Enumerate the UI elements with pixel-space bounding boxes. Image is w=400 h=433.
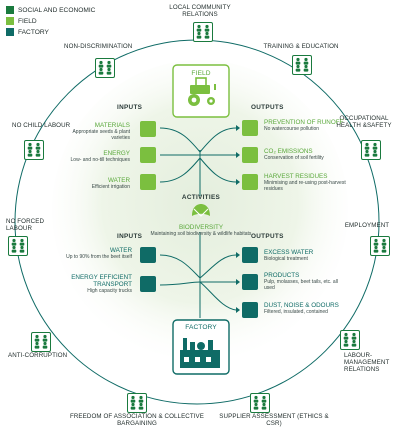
factory-outputs-heading: OUTPUTS <box>251 233 284 240</box>
people-icon <box>250 393 270 413</box>
label-ohs: OCCUPATIONAL HEALTH &SAFETY <box>336 115 392 129</box>
people-icon <box>340 330 360 350</box>
water-drop-icon <box>242 247 258 263</box>
field-input-materials: MATERIALS Appropriate seeds & plant vari… <box>60 122 130 141</box>
legend-factory-swatch <box>6 28 14 36</box>
factory-input-water: WATER Up to 90% from the beet itself <box>60 247 132 260</box>
legend-factory-label: FACTORY <box>18 28 49 36</box>
tap-icon <box>140 247 156 263</box>
factory-input-transport-sub: High capacity trucks <box>87 288 132 294</box>
field-outputs-heading: OUTPUTS <box>251 104 284 111</box>
people-icon <box>8 236 28 256</box>
field-input-energy: ENERGY Low- and no-till techniques <box>60 150 130 163</box>
field-input-materials-sub: Appropriate seeds & plant varieties <box>72 129 130 141</box>
biodiversity: BIODIVERSITY Maintaining soil biodiversi… <box>150 224 252 238</box>
sprout-icon <box>242 274 258 290</box>
field-title: FIELD <box>191 70 211 77</box>
biodiversity-title: BIODIVERSITY <box>178 224 224 231</box>
factory-inputs-heading: INPUTS <box>117 233 143 240</box>
label-nondiscrimination: NON-DISCRIMINATION <box>64 43 133 50</box>
factory-output-products: PRODUCTS Pulp, molasses, beet tails, etc… <box>264 272 346 291</box>
field-output-co2: CO₂ EMISSIONS Conservation of soil ferti… <box>264 148 348 161</box>
seeds-icon <box>140 121 156 137</box>
people-icon <box>370 236 390 256</box>
field-input-energy-title: ENERGY <box>103 150 130 157</box>
biodiversity-sub: Maintaining soil biodiversity & wildlife… <box>150 231 252 237</box>
activities-heading: ACTIVITIES <box>181 194 221 201</box>
field-inputs-heading: INPUTS <box>117 104 143 111</box>
field-input-materials-title: MATERIALS <box>94 122 130 129</box>
factory-output-dust-sub: Filtered, insulated, contained <box>264 309 328 315</box>
label-child: NO CHILD LABOUR <box>12 122 71 129</box>
field-output-residues-sub: Minimising and re-using post-harvest res… <box>264 180 346 192</box>
factory-title: FACTORY <box>185 324 217 331</box>
factory-input-transport: ENERGY EFFICIENT TRANSPORT High capacity… <box>48 274 132 294</box>
legend-factory: FACTORY <box>6 28 49 36</box>
factory-input-transport-title: ENERGY EFFICIENT TRANSPORT <box>71 274 132 288</box>
harvester-icon <box>242 174 258 190</box>
legend-field-label: FIELD <box>18 17 37 25</box>
people-icon <box>95 58 115 78</box>
field-input-water-title: WATER <box>107 177 130 184</box>
factory-input-water-sub: Up to 90% from the beet itself <box>66 254 132 260</box>
label-labour-mgmt: LABOUR-MANAGEMENT RELATIONS <box>344 352 390 373</box>
label-forced: NO FORCED LABOUR <box>6 218 45 232</box>
legend-social-swatch <box>6 6 14 14</box>
factory-input-water-title: WATER <box>109 247 132 254</box>
field-output-runoff: PREVENTION OF RUNOFF No watercourse poll… <box>264 119 344 132</box>
dust-icon <box>242 302 258 318</box>
people-icon <box>193 22 213 42</box>
shovel-icon <box>140 147 156 163</box>
field-input-energy-sub: Low- and no-till techniques <box>70 157 130 163</box>
label-community: LOCAL COMMUNITY RELATIONS <box>169 4 231 18</box>
factory-flow-arrows <box>159 232 237 318</box>
label-employment: EMPLOYMENT <box>344 222 390 229</box>
people-icon <box>31 332 51 352</box>
label-supplier: SUPPLIER ASSESSMENT (ETHICS & CSR) <box>219 413 329 427</box>
factory-output-dust: DUST, NOISE & ODOURS Filtered, insulated… <box>264 302 350 315</box>
label-association: FREEDOM OF ASSOCIATION & COLLECTIVE BARG… <box>69 413 205 427</box>
field-output-runoff-sub: No watercourse pollution <box>264 126 320 132</box>
factory-output-products-title: PRODUCTS <box>264 272 300 279</box>
factory-output-excess-water-sub: Biological treatment <box>264 256 308 262</box>
field-output-co2-title: CO₂ EMISSIONS <box>264 148 313 155</box>
factory-icon <box>180 338 220 368</box>
field-output-co2-sub: Conservation of soil fertility <box>264 155 324 161</box>
people-icon <box>361 140 381 160</box>
legend-social-label: SOCIAL AND ECONOMIC <box>18 6 96 14</box>
field-input-water: WATER Efficient irrigation <box>60 177 130 190</box>
people-icon <box>24 140 44 160</box>
factory-output-dust-title: DUST, NOISE & ODOURS <box>264 302 339 309</box>
plant-icon <box>242 147 258 163</box>
legend-social: SOCIAL AND ECONOMIC <box>6 6 95 14</box>
truck-icon <box>140 276 156 292</box>
field-output-residues: HARVEST RESIDUES Minimising and re-using… <box>264 173 346 192</box>
field-flow-arrows <box>159 127 237 196</box>
field-output-runoff-title: PREVENTION OF RUNOFF <box>264 119 344 126</box>
label-training: TRAINING & EDUCATION <box>263 43 339 50</box>
watering-can-icon <box>140 174 156 190</box>
people-icon <box>127 393 147 413</box>
factory-output-excess-water: EXCESS WATER Biological treatment <box>264 249 344 262</box>
factory-output-products-sub: Pulp, molasses, beet tails, etc. all use… <box>264 279 338 291</box>
leaf-icon <box>192 204 210 217</box>
tractor-icon <box>188 77 216 106</box>
legend-field-swatch <box>6 17 14 25</box>
label-anticorruption: ANTI-CORRUPTION <box>8 352 68 359</box>
drop-icon <box>242 120 258 136</box>
factory-output-excess-water-title: EXCESS WATER <box>264 249 314 256</box>
field-input-water-sub: Efficient irrigation <box>91 184 130 190</box>
field-output-residues-title: HARVEST RESIDUES <box>264 173 328 180</box>
people-icon <box>292 55 312 75</box>
legend-field: FIELD <box>6 17 37 25</box>
